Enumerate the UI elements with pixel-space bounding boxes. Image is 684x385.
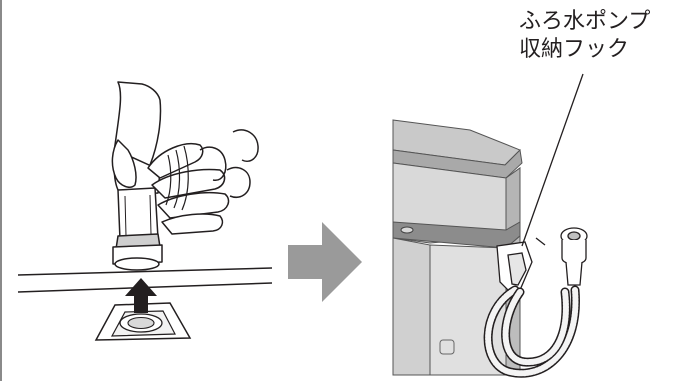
right-scene-washing-machine [393, 74, 587, 375]
pump-coupler [561, 228, 587, 285]
hand-holding-pump [112, 82, 258, 270]
pump-storage-hook [497, 238, 545, 292]
callout-label-pump-hook: ふろ水ポンプ 収納フック [519, 8, 650, 64]
callout-line-1: ふろ水ポンプ [519, 8, 650, 36]
callout-leader-line [522, 74, 583, 246]
right-arrow-icon [288, 222, 362, 302]
callout-line-2: 収納フック [519, 36, 650, 64]
left-scene-remove-pump [18, 82, 272, 340]
